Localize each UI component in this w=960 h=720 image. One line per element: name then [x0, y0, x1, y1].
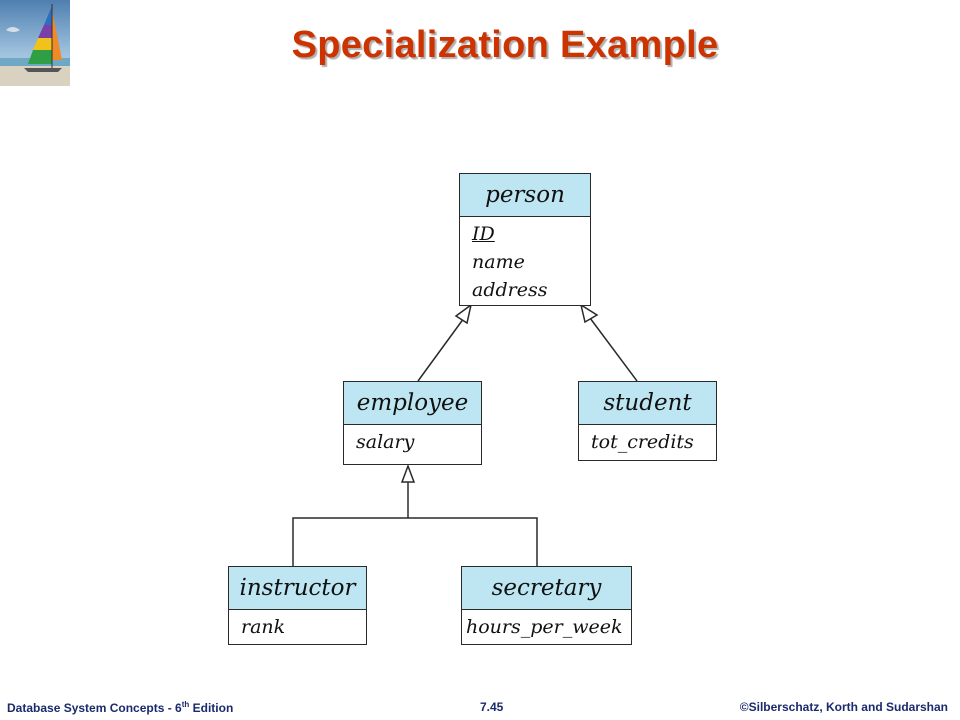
entity-employee: employee salary — [343, 381, 482, 465]
entity-employee-attributes: salary — [344, 425, 481, 456]
sailboat-logo-image — [0, 0, 70, 86]
entity-employee-name: employee — [344, 382, 481, 425]
entity-student: student tot_credits — [578, 381, 717, 461]
employee-to-person-arrowhead — [454, 303, 473, 325]
subclass-branch-line — [292, 517, 538, 566]
footer-book-title-sup: th — [181, 700, 190, 709]
sailboat-logo — [0, 0, 70, 86]
subclass-to-employee-arrowhead — [400, 463, 416, 483]
footer-copyright: ©Silberschatz, Korth and Sudarshan — [739, 700, 948, 714]
entity-secretary-name: secretary — [462, 567, 631, 610]
footer-slide-number: 7.45 — [480, 700, 504, 714]
entity-person: person ID name address — [459, 173, 591, 306]
attribute-name: name — [472, 251, 525, 273]
entity-instructor-attributes: rank — [229, 610, 366, 641]
footer-book-title: Database System Concepts - 6th Edition — [7, 700, 233, 715]
entity-student-name: student — [579, 382, 716, 425]
entity-instructor-name: instructor — [229, 567, 366, 610]
entity-student-attributes: tot_credits — [579, 425, 716, 456]
student-to-person-line — [589, 317, 638, 382]
attribute-salary: salary — [356, 431, 415, 453]
page-title: Specialization Example — [291, 24, 719, 66]
entity-person-attributes: ID name address — [460, 217, 590, 304]
attribute-tot-credits: tot_credits — [591, 431, 694, 453]
student-to-person-arrowhead — [579, 303, 599, 324]
attribute-address: address — [472, 279, 548, 301]
attribute-hours-per-week: hours_per_week — [466, 616, 623, 638]
attribute-id-primary-key: ID — [472, 223, 495, 245]
footer-book-title-suffix: Edition — [189, 701, 234, 715]
footer-book-title-prefix: Database System Concepts - 6 — [7, 701, 182, 715]
entity-person-name: person — [460, 174, 590, 217]
employee-to-person-line — [417, 317, 465, 382]
entity-instructor: instructor rank — [228, 566, 367, 645]
entity-secretary: secretary hours_per_week — [461, 566, 632, 645]
entity-secretary-attributes: hours_per_week — [462, 610, 631, 641]
attribute-rank: rank — [241, 616, 286, 638]
